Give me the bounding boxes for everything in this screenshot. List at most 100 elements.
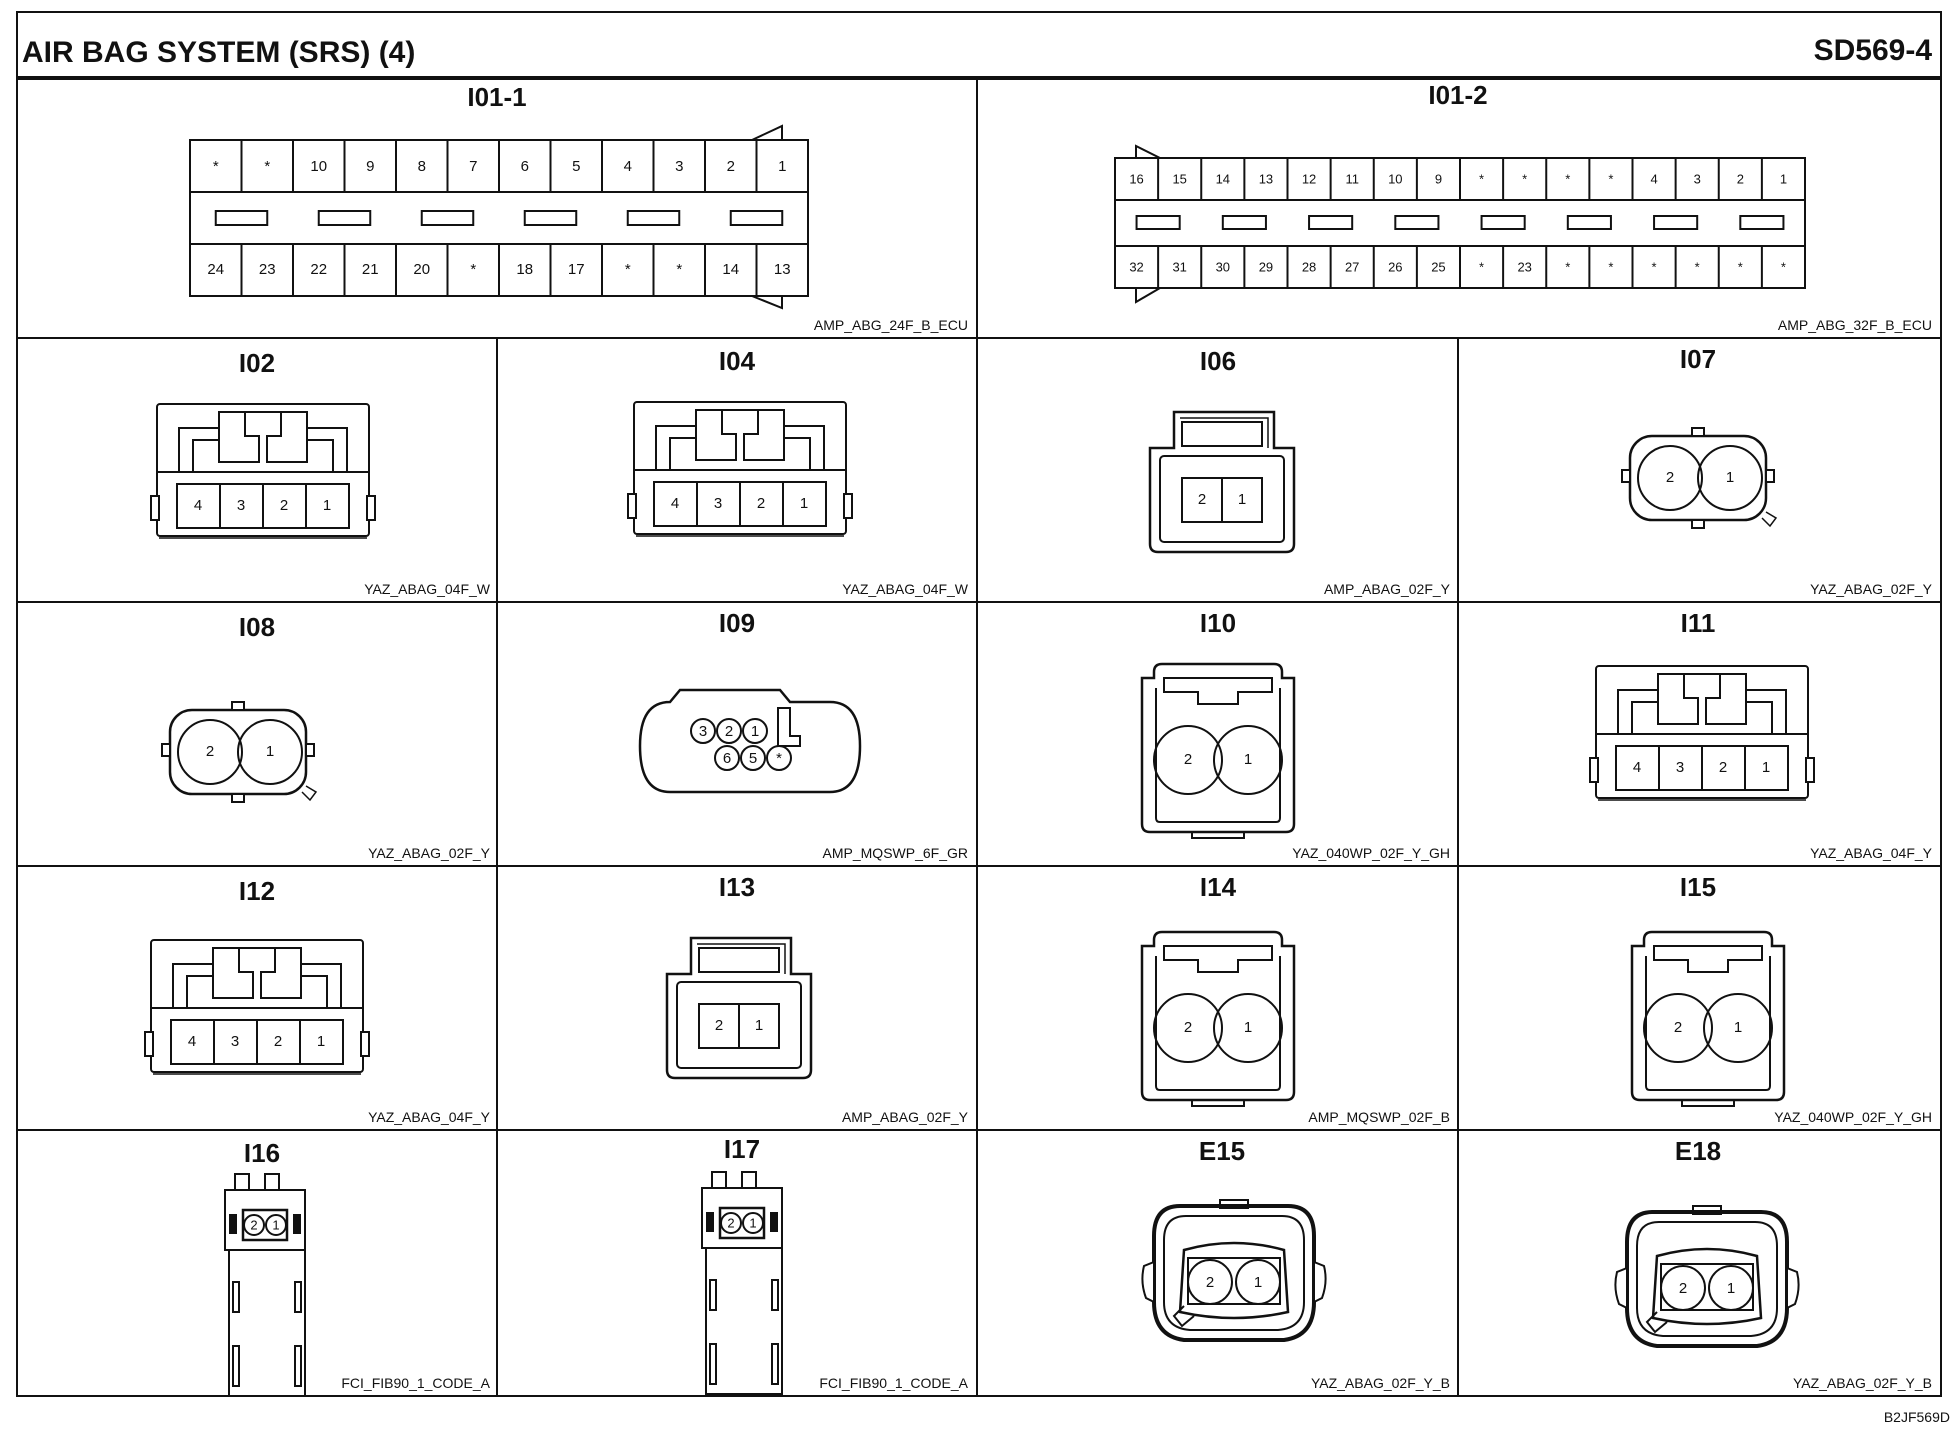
- pin-label: 1: [778, 158, 786, 175]
- pin-label: 1: [800, 495, 808, 512]
- pin-label: 18: [516, 261, 533, 278]
- connector-code: AMP_MQSWP_6F_GR: [823, 845, 968, 861]
- pin-cavity: [740, 745, 766, 771]
- pin-label: 22: [310, 261, 327, 278]
- pin-label: 4: [1633, 759, 1641, 776]
- pin-label: 2: [1737, 171, 1744, 186]
- pin-label: 3: [699, 723, 707, 740]
- pin-cavity: [716, 718, 742, 744]
- pin-label: 2: [1666, 469, 1674, 486]
- connector-label: E18: [1675, 1136, 1721, 1166]
- pin-label: 1: [1244, 751, 1252, 768]
- pin-label: *: [625, 261, 631, 278]
- pin-label: *: [1652, 259, 1657, 274]
- pin-label: 2: [1719, 759, 1727, 776]
- pin-label: *: [1608, 259, 1613, 274]
- pin-label: 6: [521, 158, 529, 175]
- pin-label: 4: [188, 1033, 196, 1050]
- pin-label: 20: [413, 261, 430, 278]
- pin-label: *: [676, 261, 682, 278]
- pin-label: 4: [671, 495, 679, 512]
- pin-cavity: [690, 718, 716, 744]
- connector-code: YAZ_ABAG_04F_Y: [1810, 845, 1933, 861]
- pin-label: *: [264, 158, 270, 175]
- pin-label: 13: [1259, 171, 1273, 186]
- pin-label: *: [1565, 171, 1570, 186]
- page-code: SD569-4: [1814, 34, 1933, 67]
- connector-label: I08: [239, 612, 275, 642]
- pin-label: 6: [723, 750, 731, 767]
- connector-label: I06: [1200, 346, 1236, 376]
- connector-code: FCI_FIB90_1_CODE_A: [819, 1375, 968, 1391]
- pin-label: 3: [237, 497, 245, 514]
- pin-label: 4: [624, 158, 632, 175]
- pin-label: 31: [1172, 259, 1186, 274]
- pin-label: 9: [366, 158, 374, 175]
- pin-label: 3: [1676, 759, 1684, 776]
- pin-label: 28: [1302, 259, 1316, 274]
- pin-label: 2: [725, 723, 733, 740]
- pin-label: 1: [1244, 1019, 1252, 1036]
- pin-label: *: [1479, 171, 1484, 186]
- pin-label: 1: [317, 1033, 325, 1050]
- pin-label: 2: [757, 495, 765, 512]
- pin-label: 27: [1345, 259, 1359, 274]
- pin-label: 1: [1238, 491, 1246, 508]
- pin-cavity: [766, 745, 792, 771]
- pin-label: 2: [727, 1215, 734, 1230]
- pin-label: 2: [1674, 1019, 1682, 1036]
- pin-label: 1: [272, 1217, 279, 1232]
- pin-label: 1: [1254, 1274, 1262, 1291]
- pin-label: 5: [572, 158, 580, 175]
- connector-label: I17: [724, 1134, 760, 1164]
- connector-label: E15: [1199, 1136, 1245, 1166]
- pin-label: 7: [469, 158, 477, 175]
- connector-code: AMP_MQSWP_02F_B: [1308, 1109, 1450, 1125]
- pin-label: 2: [280, 497, 288, 514]
- connector-code: YAZ_ABAG_04F_W: [842, 581, 969, 597]
- pin-label: *: [1522, 171, 1527, 186]
- pin-label: 3: [1694, 171, 1701, 186]
- connector-label: I09: [719, 608, 755, 638]
- pin-label: 2: [250, 1217, 257, 1232]
- connector-code: YAZ_ABAG_04F_W: [364, 581, 491, 597]
- connector-code: YAZ_ABAG_02F_Y: [368, 845, 491, 861]
- pin-label: 10: [310, 158, 327, 175]
- pin-label: 17: [568, 261, 585, 278]
- pin-label: 1: [323, 497, 331, 514]
- pin-label: 12: [1302, 171, 1316, 186]
- pin-label: 29: [1259, 259, 1273, 274]
- connector-label: I11: [1681, 608, 1716, 638]
- pin-label: 10: [1388, 171, 1402, 186]
- connector-label: I14: [1200, 872, 1237, 902]
- pin-label: 2: [715, 1017, 723, 1034]
- pin-label: 15: [1172, 171, 1186, 186]
- pin-label: 14: [722, 261, 739, 278]
- pin-label: 1: [266, 743, 274, 760]
